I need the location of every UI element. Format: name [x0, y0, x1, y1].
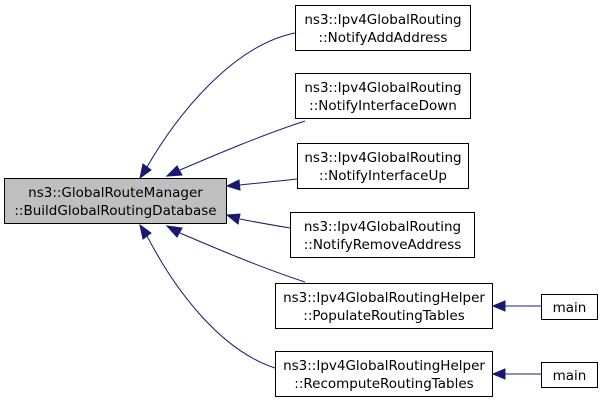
node-notify-interface-up[interactable]: ns3::Ipv4GlobalRouting ::NotifyInterface…: [297, 143, 469, 189]
edge-n6-to-root: [146, 235, 276, 369]
arrowhead-n6-root: [139, 223, 152, 240]
node-n3-line2: ::NotifyInterfaceUp: [319, 168, 447, 184]
node-m2-label: main: [553, 368, 587, 384]
arrowhead-m1-n5: [491, 300, 506, 312]
edge-n1-to-root: [146, 32, 296, 168]
node-root-line1: ns3::GlobalRouteManager: [28, 185, 203, 201]
arrowhead-n1-root: [139, 163, 152, 180]
node-recompute-routing-tables[interactable]: ns3::Ipv4GlobalRoutingHelper ::Recompute…: [275, 351, 493, 397]
node-n5-line2: ::PopulateRoutingTables: [303, 308, 464, 324]
arrowhead-n5-root: [165, 225, 183, 238]
arrowhead-n4-root: [225, 213, 241, 225]
edge-n5-to-root: [179, 232, 306, 283]
edge-n2-to-root: [179, 120, 306, 171]
node-n2-line2: ::NotifyInterfaceDown: [309, 98, 457, 114]
node-n4-line1: ns3::Ipv4GlobalRouting: [304, 219, 461, 235]
node-n6-line1: ns3::Ipv4GlobalRoutingHelper: [283, 358, 485, 374]
arrowhead-n3-root: [225, 179, 241, 191]
arrowhead-m2-n6: [491, 368, 506, 380]
node-n4-line2: ::NotifyRemoveAddress: [304, 237, 462, 253]
node-n1-line2: ::NotifyAddAddress: [319, 30, 448, 46]
node-main-2[interactable]: main: [541, 362, 598, 388]
node-n1-line1: ns3::Ipv4GlobalRouting: [304, 12, 461, 28]
node-main-1[interactable]: main: [541, 294, 598, 320]
arrowhead-n2-root: [165, 165, 183, 177]
node-notify-add-address[interactable]: ns3::Ipv4GlobalRouting ::NotifyAddAddres…: [295, 5, 471, 51]
node-root-line2: ::BuildGlobalRoutingDatabase: [14, 203, 216, 219]
node-n3-line1: ns3::Ipv4GlobalRouting: [304, 150, 461, 166]
node-notify-remove-address[interactable]: ns3::Ipv4GlobalRouting ::NotifyRemoveAdd…: [290, 212, 475, 258]
edge-n4-to-root: [239, 218, 291, 229]
node-n5-line1: ns3::Ipv4GlobalRoutingHelper: [283, 290, 485, 306]
node-n2-line1: ns3::Ipv4GlobalRouting: [304, 80, 461, 96]
node-m1-label: main: [553, 300, 587, 316]
node-notify-interface-down[interactable]: ns3::Ipv4GlobalRouting ::NotifyInterface…: [295, 73, 471, 119]
node-populate-routing-tables[interactable]: ns3::Ipv4GlobalRoutingHelper ::PopulateR…: [275, 283, 493, 329]
node-root[interactable]: ns3::GlobalRouteManager ::BuildGlobalRou…: [4, 178, 227, 224]
edges: [139, 32, 541, 380]
node-n6-line2: ::RecomputeRoutingTables: [294, 376, 473, 392]
edge-n3-to-root: [239, 178, 298, 186]
